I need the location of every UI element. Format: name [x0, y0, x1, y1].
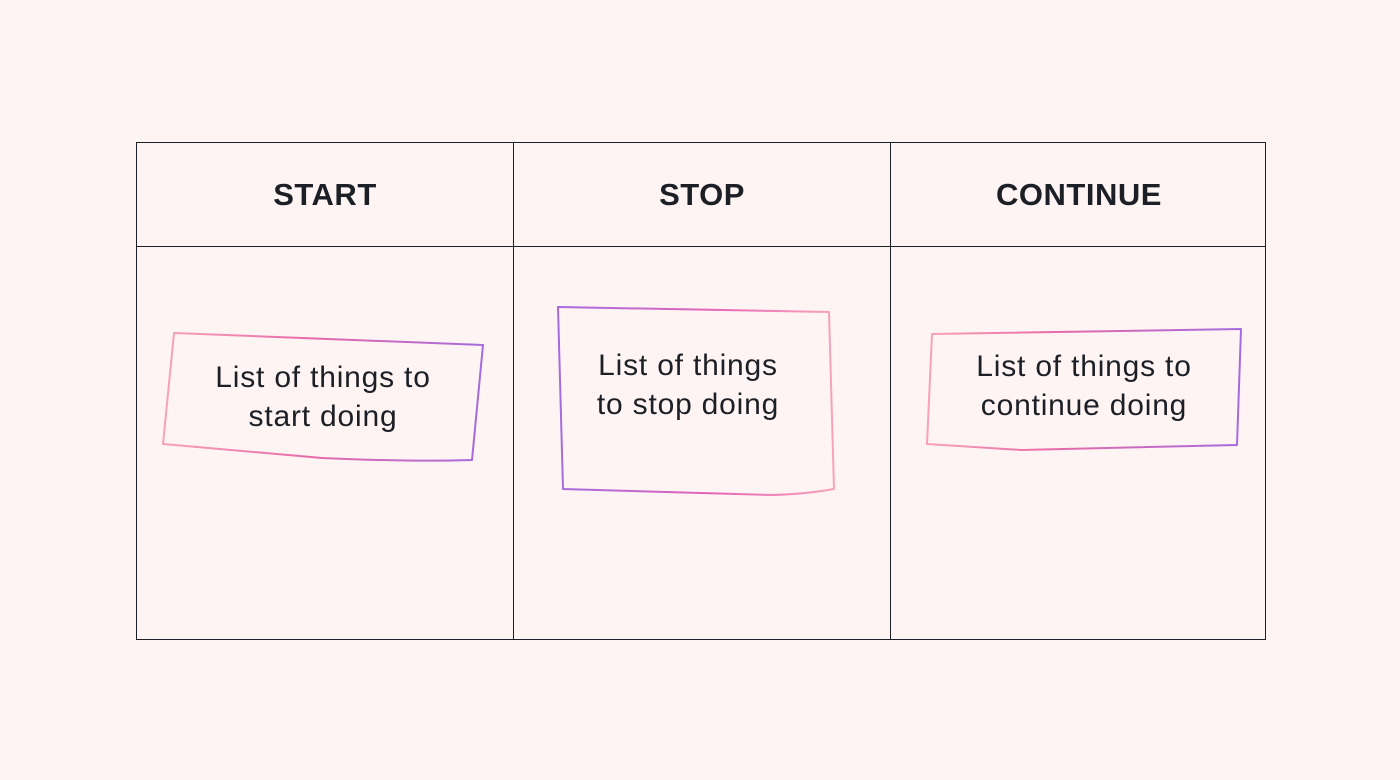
note-start-outline [162, 332, 484, 462]
note-start-text: List of things to start doing [215, 361, 431, 433]
note-start[interactable]: List of things to start doing [162, 332, 484, 462]
column-divider [890, 143, 891, 639]
note-continue-text: List of things to continue doing [976, 350, 1192, 422]
column-divider [513, 143, 514, 639]
note-continue-outline [926, 328, 1242, 451]
column-header-continue: CONTINUE [996, 176, 1162, 212]
header-divider [137, 246, 1265, 247]
note-stop-outline [557, 306, 835, 496]
column-header-start: START [273, 176, 377, 212]
note-continue[interactable]: List of things to continue doing [926, 328, 1242, 452]
column-header-stop: STOP [659, 176, 745, 212]
note-stop-text: List of things to stop doing [596, 349, 780, 421]
note-stop[interactable]: List of things to stop doing [557, 306, 835, 496]
start-stop-continue-board: START STOP CONTINUE [136, 142, 1266, 640]
